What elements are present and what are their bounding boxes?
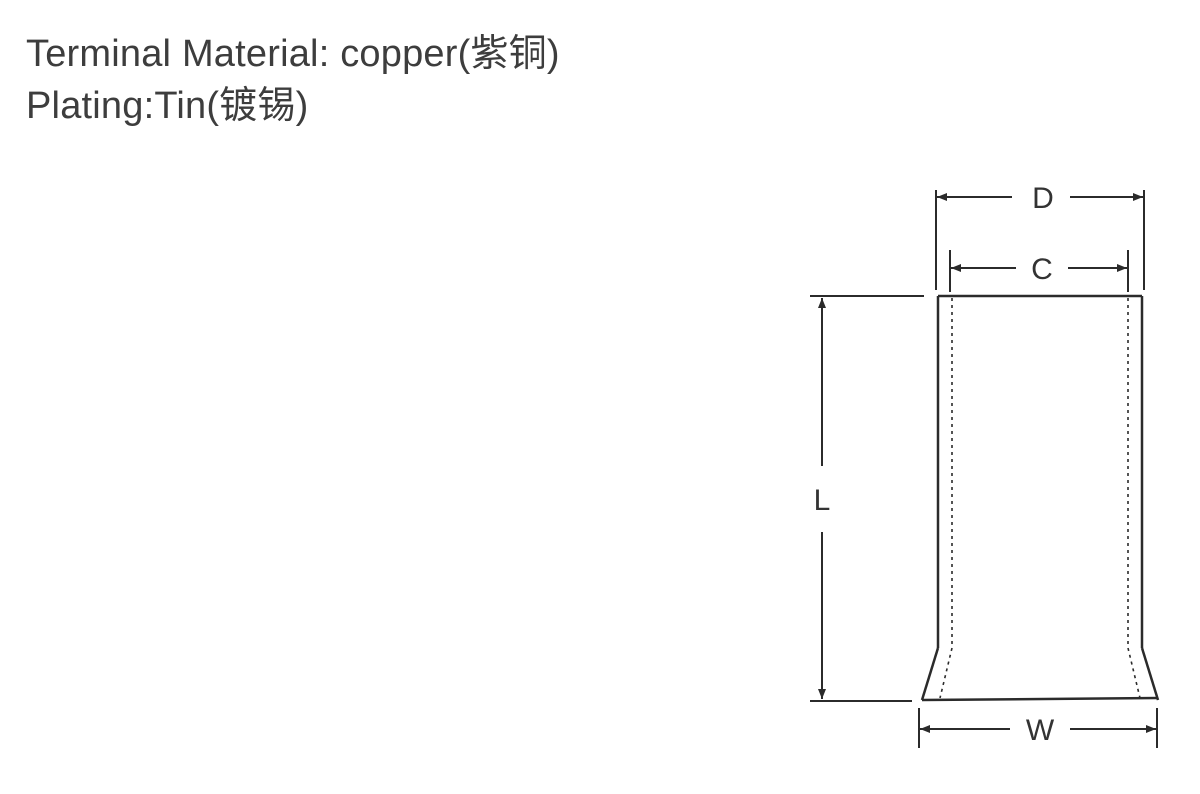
dimension-d: [935, 190, 1145, 290]
spec-text-block: Terminal Material: copper(紫铜) Plating:Ti…: [26, 28, 560, 132]
dimension-w: [918, 708, 1158, 748]
dimension-c: [949, 250, 1129, 292]
dimension-d-label: D: [1032, 182, 1054, 215]
terminal-bottom-edge: [921, 696, 1159, 702]
dimension-c-label: C: [1031, 253, 1053, 286]
plating-text: Plating:Tin(镀锡): [26, 85, 309, 127]
dimension-l: [810, 295, 924, 702]
terminal-right-flare: [1140, 647, 1160, 701]
terminal-material-text: Terminal Material: copper(紫铜): [26, 33, 560, 75]
dimension-l-label: L: [814, 484, 831, 517]
terminal-left-flare: [920, 647, 940, 701]
dimension-w-label: W: [1026, 714, 1055, 747]
terminal-body: [920, 294, 1160, 702]
terminal-inner-right-flare-hidden: [1127, 647, 1141, 699]
terminal-inner-left-flare-hidden: [939, 647, 953, 699]
